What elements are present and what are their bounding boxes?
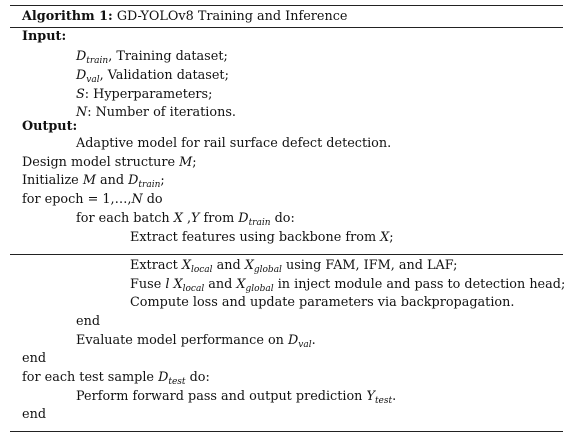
page-break-rule (10, 254, 563, 255)
forward-pass-line: Perform forward pass and output predicti… (76, 389, 397, 406)
input-item-hyper: S: Hyperparameters; (76, 87, 213, 102)
end-outer-line: end (22, 351, 47, 366)
init-line: Initialize M and Dtrain; (22, 173, 165, 190)
evaluate-line: Evaluate model performance on Dval. (76, 333, 316, 350)
end-inner-line: end (76, 314, 101, 329)
extract-local-global-line: Extract Xlocal and Xglobal using FAM, IF… (130, 258, 458, 275)
output-heading: Output: (22, 119, 78, 134)
input-item-train: Dtrain, Training dataset; (76, 49, 228, 66)
algorithm-label: Algorithm 1 (22, 9, 108, 24)
input-heading: Input: (22, 29, 67, 44)
for-test-line: for each test sample Dtest do: (22, 370, 210, 387)
bottom-rule (10, 431, 563, 432)
output-text: Adaptive model for rail surface defect d… (76, 136, 392, 151)
top-rule (10, 5, 563, 6)
design-line: Design model structure M; (22, 155, 197, 170)
end-final-line: end (22, 407, 47, 422)
loss-line: Compute loss and update parameters via b… (130, 295, 515, 310)
extract-backbone-line: Extract features using backbone from X; (130, 230, 394, 245)
for-batch-line: for each batch X ,Y from Dtrain do: (76, 211, 295, 228)
algorithm-caption: Algorithm 1: GD-YOLOv8 Training and Infe… (22, 9, 348, 24)
input-item-val: Dval, Validation dataset; (76, 68, 229, 85)
for-epoch-line: for epoch = 1,…,N do (22, 192, 163, 207)
input-item-iterations: N: Number of iterations. (76, 105, 236, 120)
fuse-line: Fuse l Xlocal and Xglobal in inject modu… (130, 277, 566, 294)
algorithm-title: GD-YOLOv8 Training and Inference (116, 9, 348, 24)
caption-rule (10, 27, 563, 28)
